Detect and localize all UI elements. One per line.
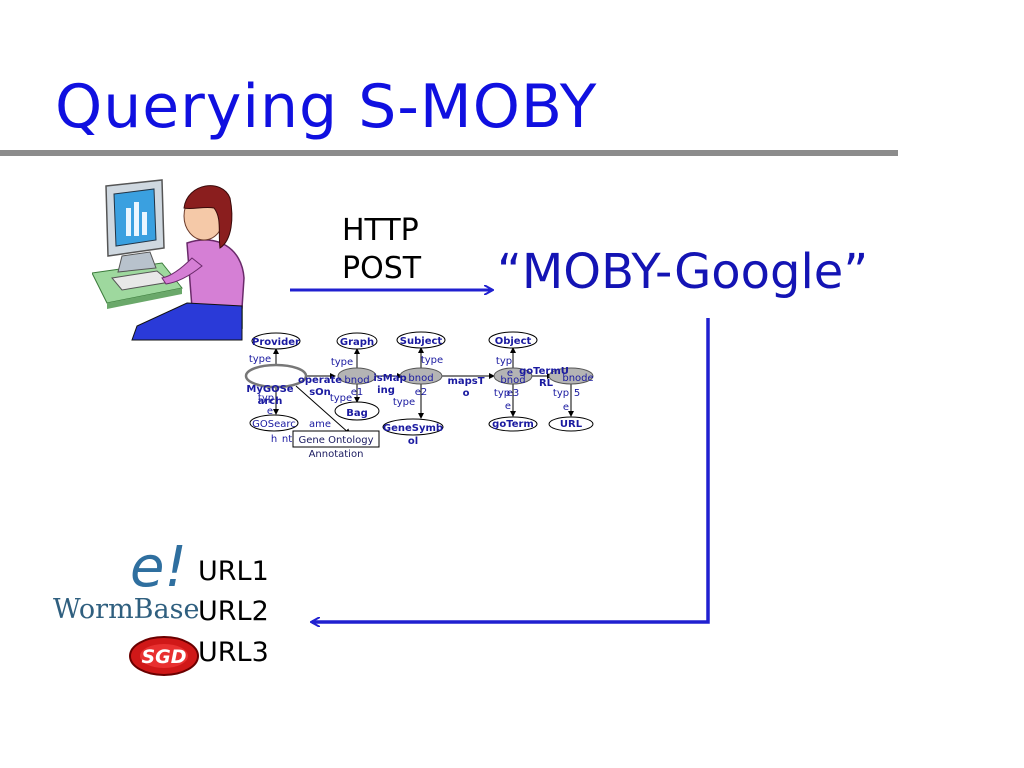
result-url-3[interactable]: URL3	[198, 637, 269, 668]
name-text-1: ame	[309, 419, 331, 430]
genesymbol-text-2: ol	[408, 436, 418, 447]
bnode5-text-2: 5	[574, 388, 580, 399]
graph-node	[336, 332, 378, 350]
operateson-text-2: sOn	[309, 387, 331, 398]
bnode5-text-1: bnode	[562, 373, 593, 384]
genesymbol-node	[382, 418, 444, 436]
goterm-text: goTerm	[492, 419, 534, 430]
type-label-bag: type	[330, 393, 352, 404]
type-label-provider: type	[249, 354, 271, 365]
typ-label-url: typ	[553, 388, 569, 399]
ismapping-text-2: ing	[377, 385, 395, 396]
sgd-logo: SGD	[129, 636, 199, 676]
bnode3-text-1: bnod	[500, 375, 525, 386]
gotermurl-text-2: RL	[539, 378, 554, 389]
provider-text: Provider	[252, 337, 300, 348]
type-label-genesymbol: type	[393, 397, 415, 408]
name-text-2: nt	[282, 434, 292, 445]
mapsto-text-1: mapsT	[447, 376, 484, 387]
sgd-logo-text: SGD	[141, 646, 186, 668]
title-rule	[0, 150, 898, 156]
gotermurl-text-1: goTermU	[519, 366, 569, 377]
http-label: HTTP	[342, 213, 419, 248]
gosearch-node	[249, 414, 299, 432]
type-label-graph: type	[331, 357, 353, 368]
gosearch-text-1: GOSearc	[252, 419, 296, 430]
gosearch-text-2: h	[271, 434, 277, 445]
rdf-query-graph: Provider Graph Subject Object Bag URL go…	[244, 331, 594, 460]
gene-ontology-annotation-box	[292, 430, 380, 448]
mygosearch-text-2: arch	[258, 396, 283, 407]
annotation-text-2: Annotation	[309, 449, 364, 460]
provider-node	[251, 332, 301, 350]
subject-text: Subject	[400, 336, 443, 347]
e-label-goterm: e	[505, 401, 511, 412]
goterm-node	[488, 416, 538, 432]
ensembl-logo-text: e!	[130, 538, 187, 592]
bnode3-text-2: e3	[507, 388, 520, 399]
mygosearch-text-1: MyGOSe	[246, 384, 293, 395]
annotation-text-1: Gene Ontology	[299, 435, 374, 446]
url-node	[548, 416, 594, 432]
object-text: Object	[495, 336, 532, 347]
bnode2-text-2: e2	[415, 387, 428, 398]
typ-label-object: typ	[496, 356, 512, 367]
moby-google-label: “MOBY-Google”	[497, 244, 869, 300]
subject-node	[396, 331, 446, 349]
http-post-label: HTTP POST	[342, 212, 421, 288]
bnode1-text-2: e1	[351, 387, 364, 398]
url-text: URL	[560, 419, 583, 430]
bnode3-node	[493, 367, 533, 385]
e-label-url: e	[563, 402, 569, 413]
result-url-1[interactable]: URL1	[198, 556, 269, 587]
e-label-object: e	[507, 368, 513, 379]
user-at-computer-illustration	[92, 179, 245, 341]
wormbase-logo: WormBase	[53, 594, 200, 625]
genesymbol-text-1: GeneSymb	[383, 423, 443, 434]
mygosearch-node	[244, 363, 308, 389]
slide-title: Querying S-MOBY	[55, 72, 598, 142]
bag-text: Bag	[346, 408, 368, 419]
post-label: POST	[342, 251, 422, 286]
ismapping-text-1: isMap	[373, 373, 406, 384]
graph-text: Graph	[340, 337, 374, 348]
operateson-text-1: operate	[298, 375, 342, 386]
typ-label-gosearch: typ	[258, 393, 274, 404]
results-return-arrow	[312, 318, 710, 622]
bag-node	[334, 401, 380, 421]
object-node	[488, 331, 538, 349]
bnode1-node	[337, 367, 377, 385]
mapsto-text-2: o	[463, 388, 470, 399]
result-url-2[interactable]: URL2	[198, 596, 269, 627]
bnode2-node	[399, 367, 443, 385]
bnode1-text-1: bnod	[344, 375, 369, 386]
type-label-subject: type	[421, 355, 443, 366]
typ-label-goterm: typ	[494, 388, 510, 399]
bnode5-node	[548, 367, 594, 385]
e-label-gosearch: e	[267, 406, 273, 417]
bnode2-text-1: bnod	[408, 373, 433, 384]
ensembl-logo: e!	[130, 538, 187, 592]
